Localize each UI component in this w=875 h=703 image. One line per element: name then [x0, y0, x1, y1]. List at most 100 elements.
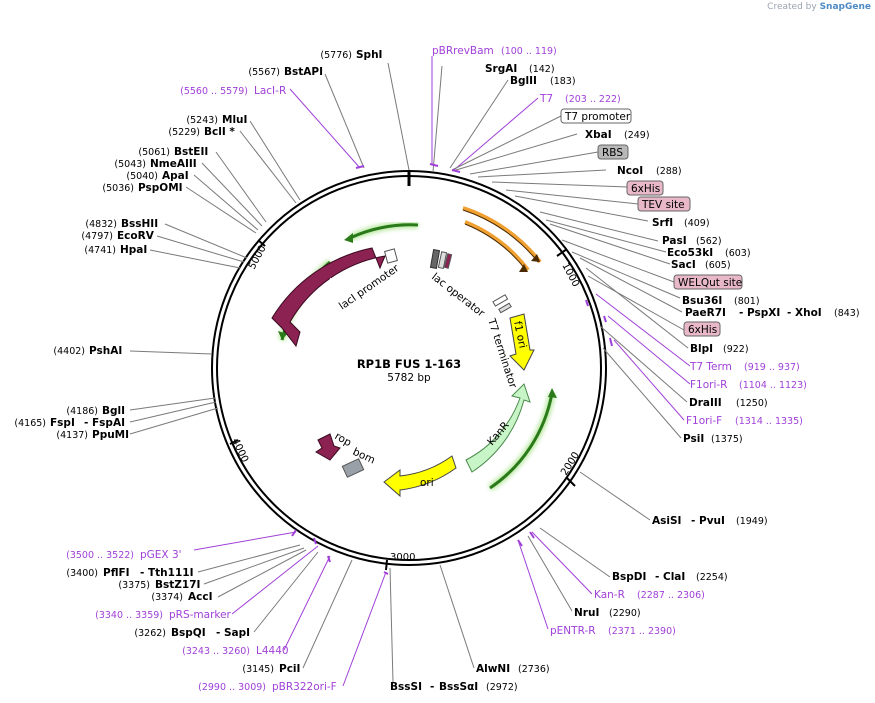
primer-kan-r: Kan-R	[594, 589, 625, 601]
site-pvui: PvuI	[699, 515, 725, 527]
tick-3000	[385, 559, 388, 571]
site-blpi-pos: (922)	[723, 344, 749, 355]
site-hpai-pos: (4741)	[84, 245, 116, 256]
site-bsu36i: Bsu36I	[682, 295, 722, 307]
plasmid-length: 5782 bp	[387, 372, 431, 384]
lac-operator-label: lac operator	[429, 271, 487, 320]
site-hpai: HpaI	[120, 244, 147, 256]
kanr-feature	[465, 383, 531, 473]
site-bspqi: BspQI	[171, 627, 206, 639]
primer-laci-r: LacI-R	[254, 85, 286, 97]
site-bspdi-pos: (2254)	[696, 572, 728, 583]
site-srgai-pos: (142)	[529, 64, 555, 75]
site-apai-pos: (5040)	[126, 171, 158, 182]
primer-t7term: T7 Term	[689, 361, 732, 373]
site-bsteii-pos: (5061)	[138, 147, 170, 158]
site-clai: ClaI	[663, 571, 685, 583]
orange-head-1	[531, 254, 540, 262]
site-bsssi: BssSI	[390, 681, 422, 693]
site-asisi-dash: -	[691, 515, 695, 527]
site-bglii: BglII	[510, 75, 537, 87]
tick-label-5000: 5000	[247, 244, 269, 272]
lac-operator-marker	[429, 249, 441, 269]
site-pflfi-dash: -	[140, 567, 144, 579]
site-nrui-pos: (2290)	[609, 608, 641, 619]
site-draiii: DraIII	[689, 397, 722, 409]
backbone-outer	[211, 170, 607, 566]
tick-label-2000: 2000	[559, 450, 582, 477]
site-paer7i-dash2: -	[787, 307, 791, 319]
primer-markers	[291, 163, 613, 575]
primer-prs-marker-range: (3340 .. 3359)	[95, 610, 163, 621]
site-bsshii: BssHII	[121, 218, 158, 230]
site-ecorv-pos: (4797)	[81, 231, 113, 242]
boxed-welqut	[673, 274, 743, 290]
site-pasi: PasI	[662, 235, 687, 247]
boxed-6xhis-a	[626, 180, 664, 196]
site-ppumi-pos: (4137)	[56, 430, 88, 441]
site-draiii-pos: (1250)	[736, 398, 768, 409]
t7-term-marker	[492, 294, 509, 307]
primer-t7term-range: (919 .. 937)	[744, 362, 800, 373]
site-eco53ki-pos: (603)	[725, 248, 751, 259]
site-alwni: AlwNI	[476, 663, 510, 675]
site-pshai-pos: (4402)	[53, 346, 85, 357]
site-ecorv: EcoRV	[117, 230, 155, 242]
site-paer7i: PaeR7I	[685, 307, 726, 319]
site-asisi: AsiSI	[652, 515, 681, 527]
site-tth111i: Tth111I	[148, 567, 193, 579]
primer-t7-range: (203 .. 222)	[565, 94, 621, 105]
boxed-tev-label: TEV site	[641, 199, 685, 211]
site-pcii: PciI	[279, 663, 300, 675]
site-srgai: SrgAI	[485, 63, 517, 75]
site-fspai: FspAI	[92, 417, 125, 429]
primer-f1ori-r: F1ori-R	[690, 379, 727, 391]
primer-l4440-range: (3243 .. 3260)	[182, 646, 250, 657]
laci-promoter-box	[384, 248, 398, 264]
boxed-rbs-label: RBS	[602, 147, 623, 159]
tick-1000	[556, 248, 568, 257]
site-pshai: PshAI	[89, 345, 122, 357]
site-bspqi-dash: -	[216, 627, 220, 639]
site-bspqi-pos: (3262)	[134, 628, 166, 639]
site-mlui-pos: (5243)	[186, 115, 218, 126]
site-xbai: XbaI	[585, 129, 612, 141]
site-bcli-pos: (5229)	[168, 127, 200, 138]
site-sphi: SphI	[356, 49, 382, 61]
boxed-t7-promoter-label: T7 promoter	[564, 111, 631, 123]
site-pspxi: PspXI	[747, 307, 780, 319]
primer-laci-r-range: (5560 .. 5579)	[180, 86, 248, 97]
primer-f1ori-f-range: (1314 .. 1335)	[735, 416, 803, 427]
boxed-6xhis-a-label: 6xHis	[631, 183, 660, 195]
primer-pentr-r: pENTR-R	[550, 625, 596, 637]
site-bcli: BclI *	[204, 126, 235, 138]
boxed-rbs	[597, 144, 629, 160]
site-nmeaiii-pos: (5043)	[114, 159, 146, 170]
site-saci: SacI	[671, 259, 696, 271]
laci-cds	[271, 247, 386, 348]
snapgene-credit: Created by SnapGene	[767, 2, 871, 12]
primer-t7: T7	[539, 93, 553, 105]
boxed-welqut-label: WELQut site	[678, 277, 742, 289]
site-asisi-pos: (1949)	[736, 516, 768, 527]
site-pasi-pos: (562)	[696, 236, 722, 247]
site-pspomi: PspOMI	[138, 182, 183, 194]
orange-arc-1	[462, 206, 542, 264]
site-bsteii: BstEII	[174, 146, 208, 158]
site-paer7i-pos: (843)	[834, 308, 860, 319]
site-bstz17i: BstZ17I	[155, 579, 200, 591]
f1ori-label: f1 ori	[511, 320, 528, 349]
boxed-6xhis-b	[683, 321, 721, 337]
site-ppumi: PpuMI	[92, 429, 129, 441]
site-nrui: NruI	[574, 607, 599, 619]
site-mlui: MluI	[222, 114, 247, 126]
site-alwni-pos: (2736)	[518, 664, 550, 675]
site-nmeaiii: NmeAIII	[150, 158, 197, 170]
site-bsssi-pos: (2972)	[486, 682, 518, 693]
plasmid-name: RP1B FUS 1-163	[357, 357, 461, 371]
ori-label: ori	[420, 477, 434, 489]
site-bsssi-dash: -	[430, 681, 434, 693]
bom-feature	[341, 458, 365, 478]
site-paer7i-dash1: -	[739, 307, 743, 319]
site-pspomi-pos: (5036)	[102, 183, 134, 194]
